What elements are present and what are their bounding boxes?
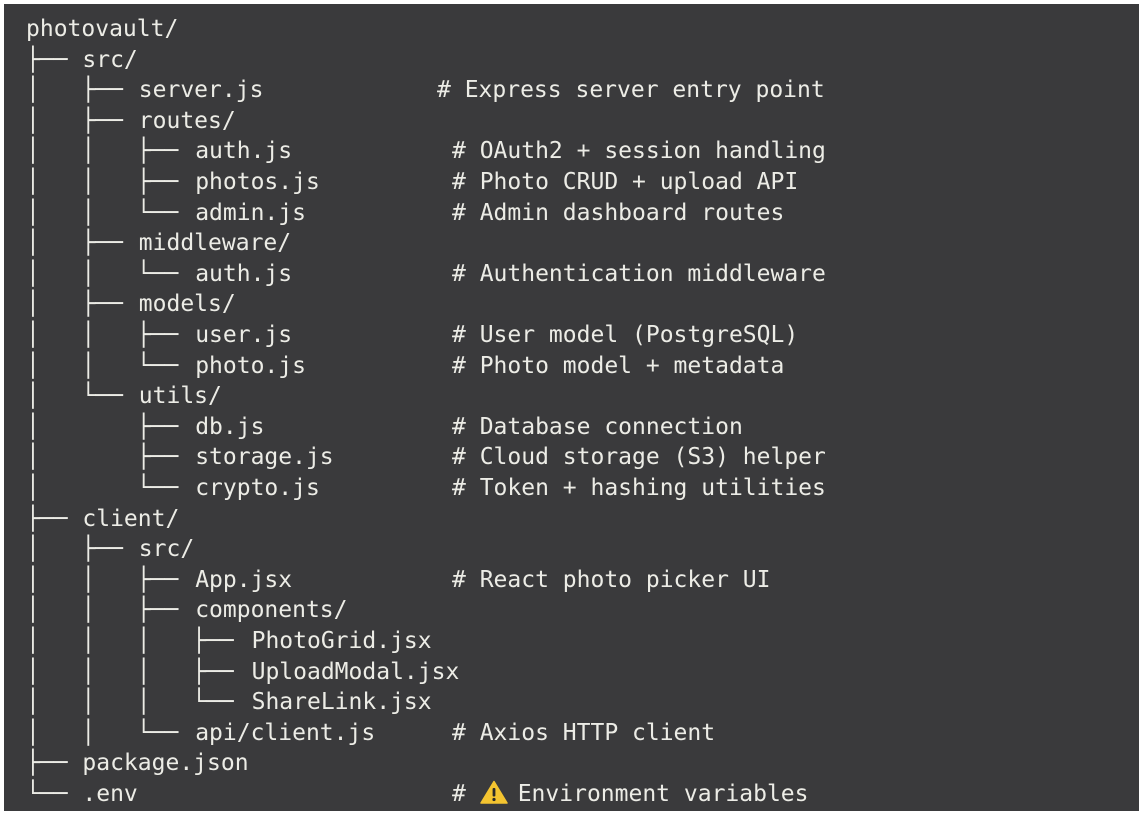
tree-connector: │ │ ├── [26,169,193,195]
tree-root: photovault/ [26,14,178,45]
tree-connector: │ │ ├── [26,566,193,593]
tree-connector: │ │ │ └── [26,689,248,716]
tree-comment: # Axios HTTP client [452,719,716,746]
tree-connector: │ │ └── [26,260,193,287]
tree-directory: client/ [82,505,180,532]
tree-comment: # React photo picker UI [452,566,771,593]
tree-comment: # Token + hashing utilities [452,475,826,501]
comment-text: Environment variables [517,781,809,807]
tree-connector: │ │ │ ├── [26,658,248,685]
tree-directory: utils/ [138,383,222,410]
tree-connector: │ │ │ ├── [26,628,248,654]
tree-connector: └── [26,781,82,807]
tree-comment: # Cloud storage (S3) helper [452,444,826,471]
tree-connector: │ │ ├── [26,322,193,348]
root-directory: photovault/ [26,16,179,42]
tree-connector: │ ├── [26,107,137,134]
tree-connector: │ ├── [26,413,193,440]
tree-connector: │ ├── [26,230,137,257]
tree-comment: # Photo model + metadata [452,352,785,379]
tree-connector: │ │ └── [26,352,193,379]
tree-file: admin.js [195,199,306,226]
warning-icon [479,780,508,804]
tree-directory: components/ [195,597,348,624]
tree-file: UploadModal.jsx [251,658,460,685]
tree-file: .env [82,781,138,807]
tree-connector: │ ├── [26,536,137,563]
tree-file: crypto.js [195,475,320,501]
terminal-output: photovault/ ├── src/│ ├── server.js# Exp… [26,14,1126,811]
tree-file: photos.js [195,169,320,195]
tree-connector: ├── [26,46,82,73]
tree-connector: │ │ └── [26,199,193,226]
tree-comment: # Database connection [452,413,743,440]
tree-file: db.js [195,413,265,440]
tree-connector: │ │ ├── [26,597,193,624]
tree-comment: # Express server entry point [437,77,825,104]
tree-comment: # Authentication middleware [452,260,826,287]
comment-hash: # [452,781,480,807]
tree-connector: │ │ └── [26,719,193,746]
tree-file: PhotoGrid.jsx [251,628,432,654]
tree-file: user.js [195,322,293,348]
tree-connector: ├── [26,505,82,532]
tree-connector: │ ├── [26,77,137,104]
tree-comment: # OAuth2 + session handling [452,138,826,165]
tree-file: App.jsx [195,566,293,593]
tree-comment: # Admin dashboard routes [452,199,785,226]
tree-file: storage.js [195,444,334,471]
tree-file: auth.js [195,138,293,165]
tree-file: auth.js [195,260,293,287]
tree-connector: ├── [26,750,82,777]
tree-directory: routes/ [138,107,236,134]
tree-file: api/client.js [195,719,376,746]
tree-directory: src/ [82,46,138,73]
tree-comment: # Environment variables [452,779,809,810]
tree-file: photo.js [195,352,306,379]
tree-connector: │ └── [26,383,137,410]
tree-file: package.json [82,750,249,777]
tree-directory: middleware/ [138,230,292,257]
tree-file: server.js [138,77,264,104]
tree-connector: │ ├── [26,291,137,318]
tree-connector: │ │ ├── [26,138,193,165]
tree-connector: │ └── [26,475,193,501]
tree-directory: models/ [138,291,236,318]
tree-connector: │ ├── [26,444,193,471]
tree-file: ShareLink.jsx [251,689,432,716]
tree-comment: # User model (PostgreSQL) [452,322,799,348]
tree-directory: src/ [138,536,195,563]
tree-comment: # Photo CRUD + upload API [452,169,799,195]
